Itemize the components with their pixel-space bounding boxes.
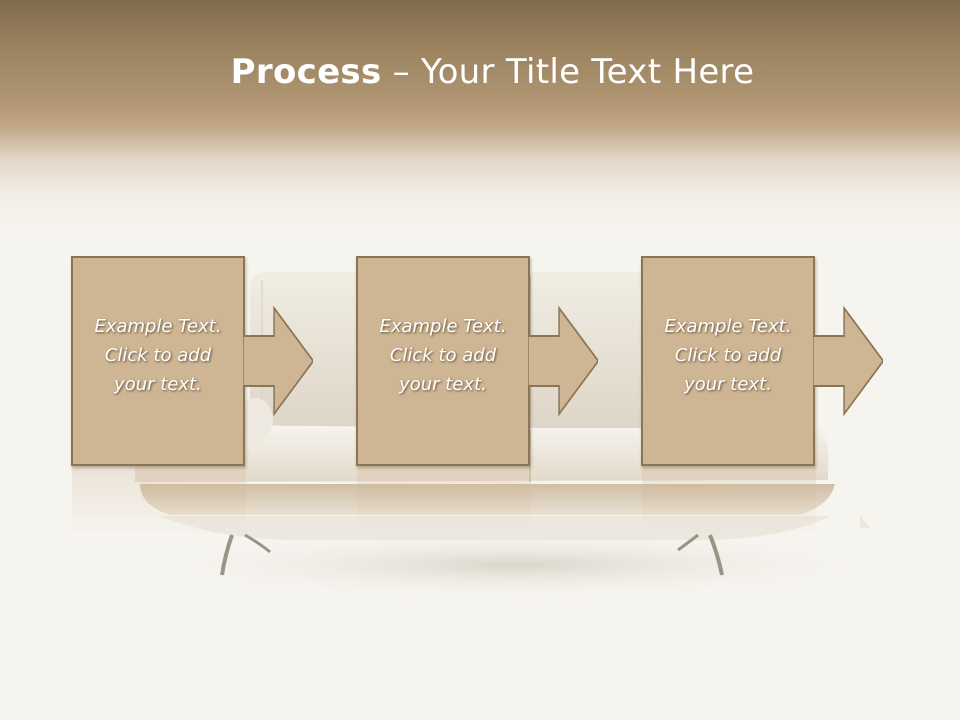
step-2-line-2: Click to add [389, 345, 497, 366]
box-reflection [72, 466, 870, 536]
right-arrow-icon [243, 306, 313, 416]
right-arrow-icon [813, 306, 883, 416]
title-rest: – Your Title Text Here [381, 52, 755, 92]
process-step-1[interactable]: Example Text. Click to add your text. [71, 256, 245, 466]
step-1-text[interactable]: Example Text. Click to add your text. [78, 312, 238, 399]
process-step-2[interactable]: Example Text. Click to add your text. [356, 256, 530, 466]
title-bold: Process [230, 52, 382, 92]
step-1-line-1: Example Text. [94, 316, 222, 337]
step-2-line-1: Example Text. [379, 316, 507, 337]
step-3-line-1: Example Text. [664, 316, 792, 337]
step-1-line-2: Click to add [104, 345, 212, 366]
step-2-line-3: your text. [399, 374, 487, 395]
right-arrow-icon [528, 306, 598, 416]
step-1-line-3: your text. [114, 374, 202, 395]
step-3-line-3: your text. [684, 374, 772, 395]
step-3-line-2: Click to add [674, 345, 782, 366]
step-3-text[interactable]: Example Text. Click to add your text. [648, 312, 808, 399]
slide-title[interactable]: Process – Your Title Text Here [0, 52, 960, 92]
step-2-text[interactable]: Example Text. Click to add your text. [363, 312, 523, 399]
process-step-3[interactable]: Example Text. Click to add your text. [641, 256, 815, 466]
